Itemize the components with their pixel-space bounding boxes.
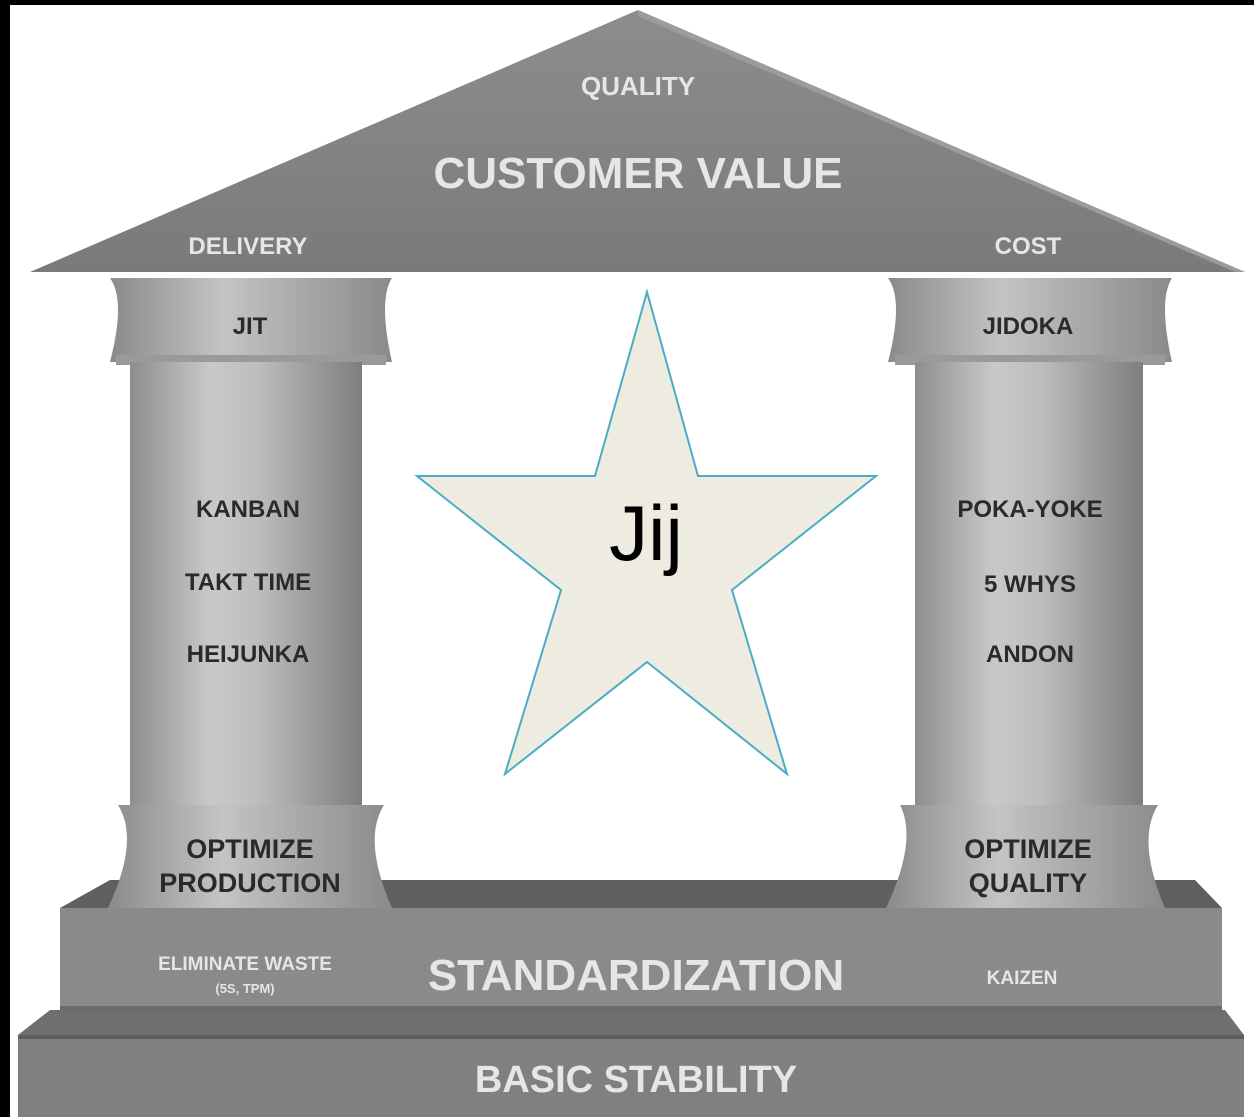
left-base-label-line1: OPTIMIZE [186,834,314,864]
kaizen-label: KAIZEN [987,968,1058,989]
roof-cost-label: COST [995,233,1062,260]
right-pillar [886,278,1172,908]
roof-customer-value-label: CUSTOMER VALUE [433,149,842,198]
foundation-block [18,1010,1244,1117]
eliminate-waste-label: ELIMINATE WASTE [158,954,332,975]
left-pillar-item: HEIJUNKA [187,641,310,668]
eliminate-waste-sublabel: (5S, TPM) [215,981,274,996]
right-pillar-item: POKA-YOKE [957,496,1102,523]
roof-pediment [30,10,1245,272]
left-pillar-item: TAKT TIME [185,569,311,596]
left-pillar [108,278,392,908]
right-base-label-line2: QUALITY [969,868,1088,898]
basic-stability-label: BASIC STABILITY [475,1059,797,1101]
left-base-label-line2: PRODUCTION [159,868,341,898]
left-pillar-item: KANBAN [196,496,300,523]
roof-delivery-label: DELIVERY [188,233,307,260]
left-capital-label: JIT [233,313,268,340]
star-shape[interactable] [414,288,879,777]
right-pillar-item: 5 WHYS [984,571,1076,598]
standardization-label: STANDARDIZATION [428,951,844,1000]
right-pillar-item: ANDON [986,641,1074,668]
star-label: Jij [609,489,683,577]
right-base-label-line1: OPTIMIZE [964,834,1092,864]
right-capital-label: JIDOKA [983,313,1074,340]
roof-quality-label: QUALITY [581,71,695,101]
